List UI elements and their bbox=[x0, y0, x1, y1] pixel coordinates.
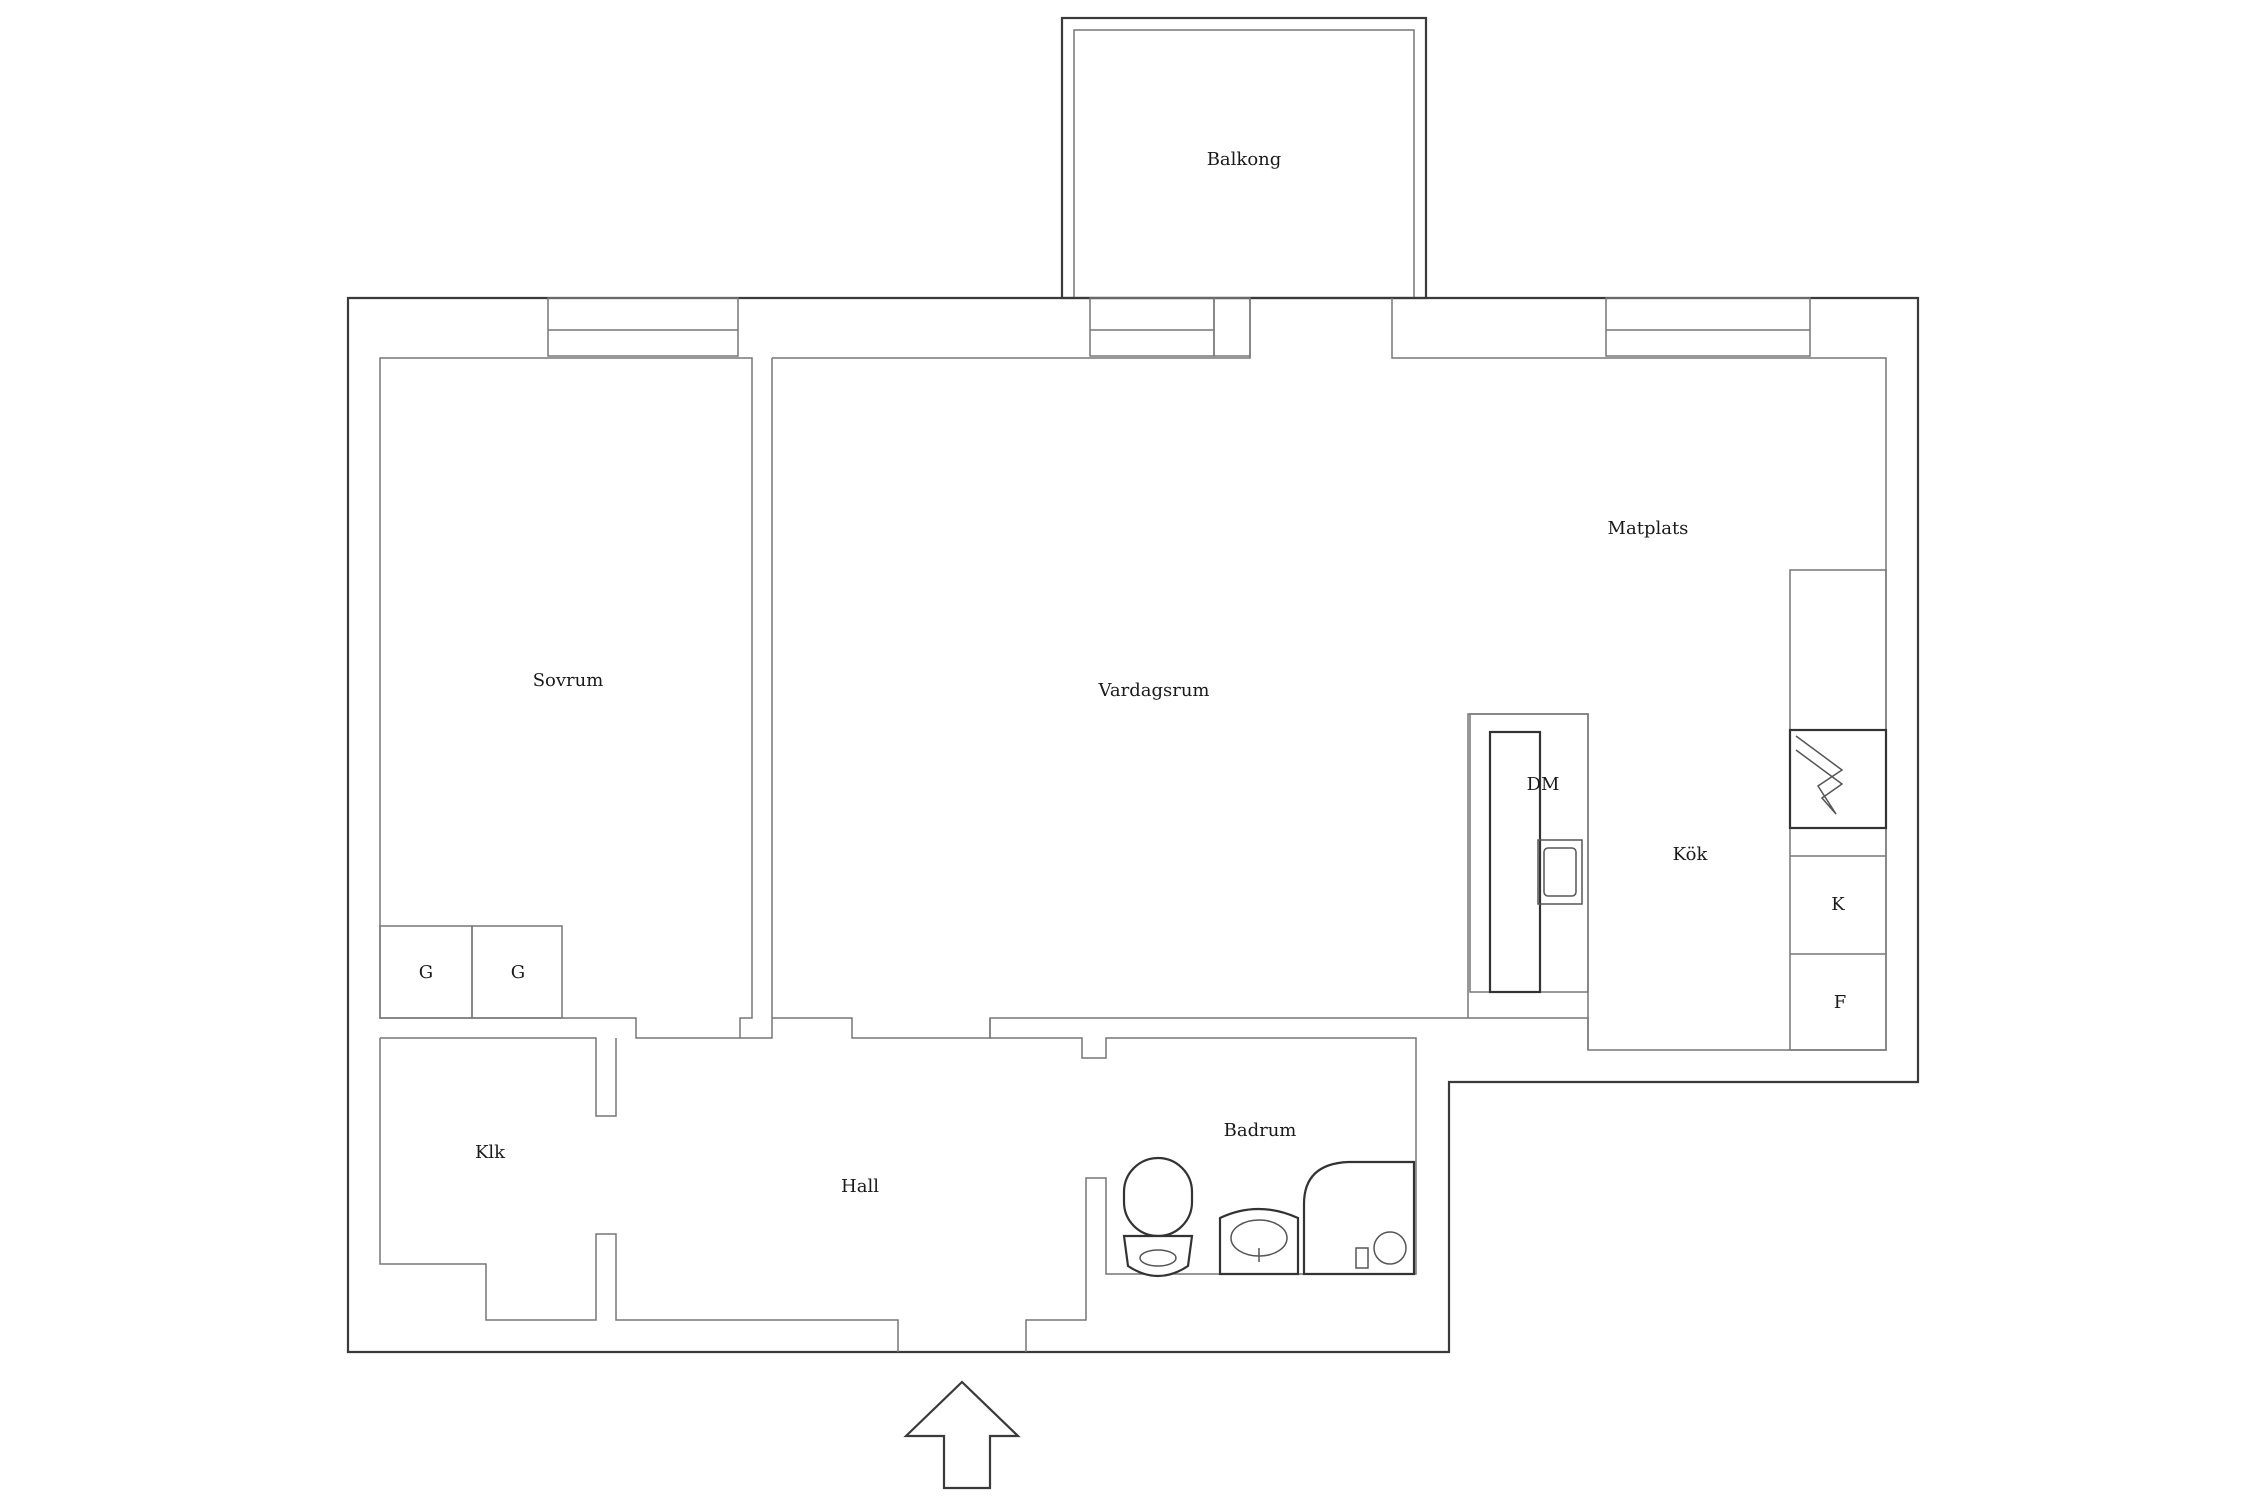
shower-icon bbox=[1302, 1160, 1416, 1276]
label-k: K bbox=[1831, 894, 1845, 915]
windows bbox=[547, 297, 1811, 357]
stove-icon bbox=[1788, 728, 1888, 830]
label-g1: G bbox=[419, 962, 433, 983]
label-hall: Hall bbox=[841, 1176, 879, 1197]
toilet-icon bbox=[1122, 1156, 1194, 1277]
kitchen-island bbox=[1469, 713, 1589, 994]
label-kok: Kök bbox=[1673, 844, 1709, 865]
label-klk: Klk bbox=[475, 1142, 506, 1163]
label-dm: DM bbox=[1527, 774, 1560, 795]
label-matplats: Matplats bbox=[1608, 518, 1689, 539]
label-vardagsrum: Vardagsrum bbox=[1098, 680, 1210, 701]
label-sovrum: Sovrum bbox=[533, 670, 604, 691]
label-badrum: Badrum bbox=[1224, 1120, 1297, 1141]
bathroom-fixtures bbox=[1122, 1156, 1416, 1277]
wardrobes bbox=[379, 925, 563, 1019]
entrance-arrow-icon bbox=[903, 1380, 1021, 1490]
kitchen-sink-icon bbox=[1537, 839, 1583, 905]
label-g2: G bbox=[511, 962, 525, 983]
outer-wall bbox=[346, 296, 1920, 1354]
room-labels: Balkong Sovrum Vardagsrum Matplats Kök D… bbox=[419, 149, 1846, 1197]
label-balkong: Balkong bbox=[1207, 149, 1282, 170]
inner-walls bbox=[379, 298, 1887, 1352]
label-f: F bbox=[1834, 992, 1847, 1013]
washbasin-icon bbox=[1218, 1207, 1300, 1276]
kitchen-counter bbox=[1788, 569, 1888, 1051]
